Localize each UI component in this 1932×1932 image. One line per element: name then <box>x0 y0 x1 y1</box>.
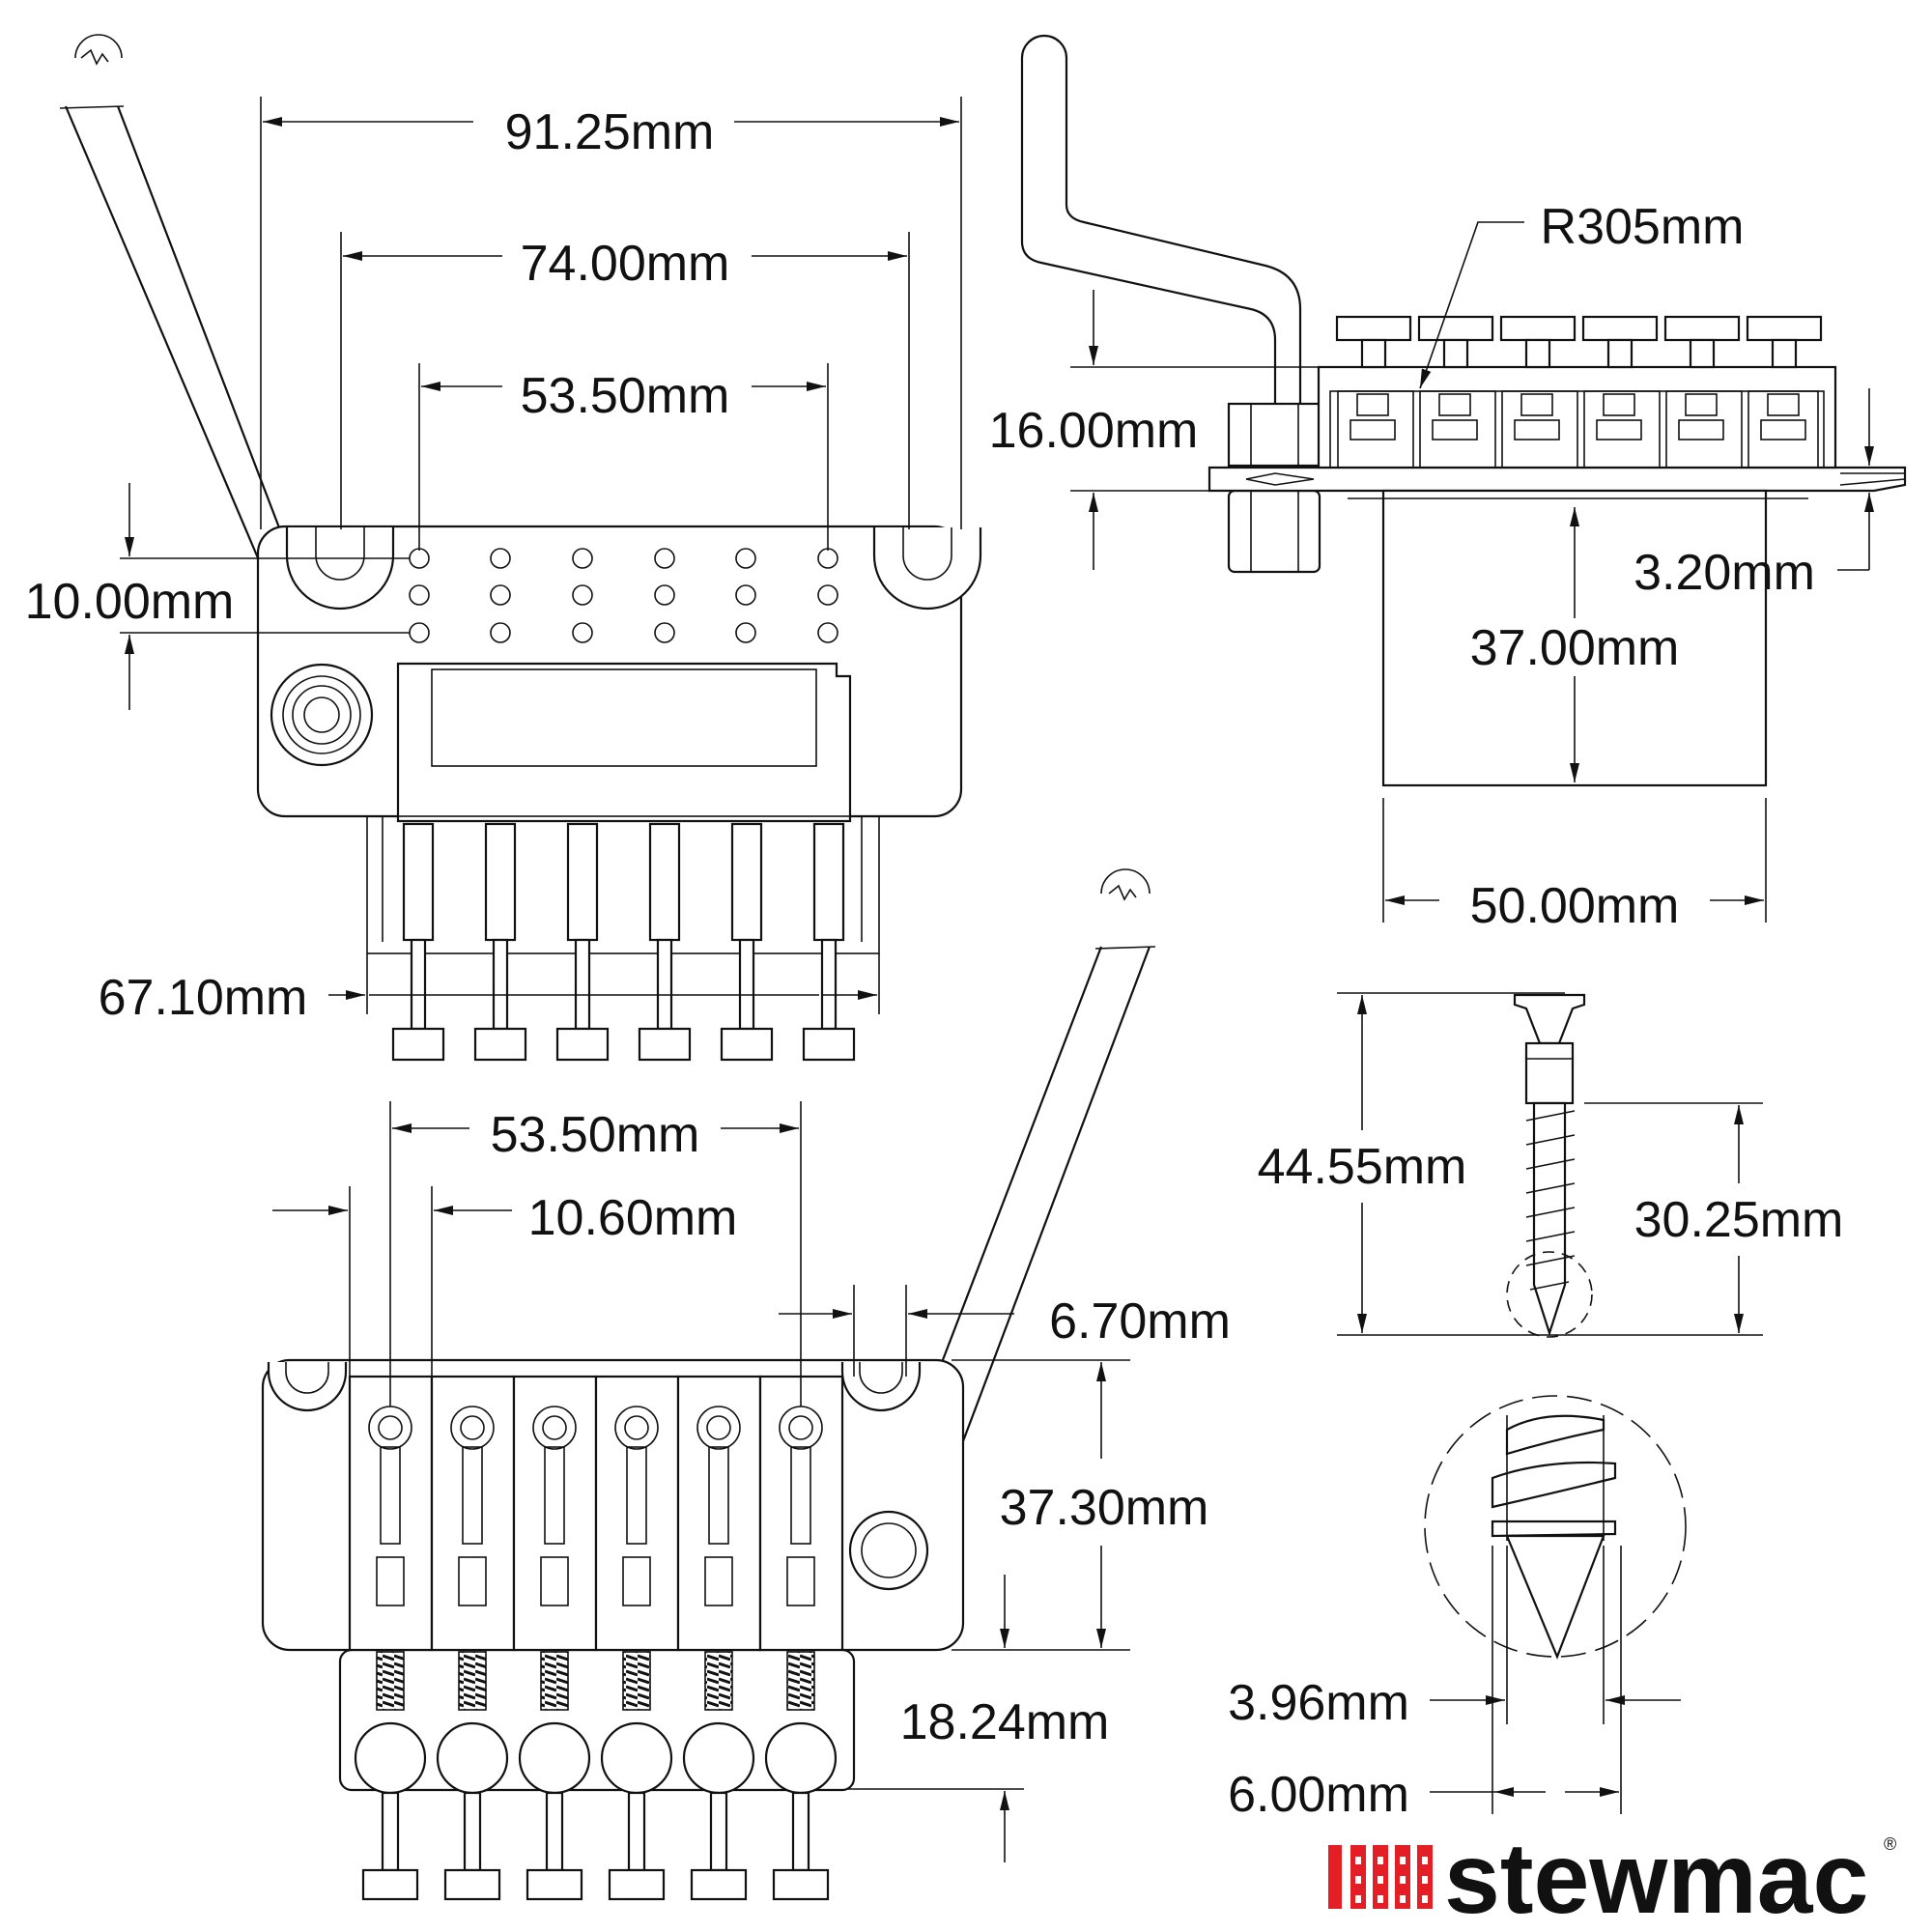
saddles-bottom <box>348 1375 844 1652</box>
dim-label: 44.55mm <box>1258 1139 1467 1195</box>
dim-label: R305mm <box>1541 199 1745 255</box>
logo-bar-notch <box>1378 1876 1383 1884</box>
fine-tuners-top <box>391 822 856 1062</box>
dim-hole-rows: 10.00mm <box>25 483 410 710</box>
dim-label: 37.30mm <box>1000 1480 1209 1536</box>
mounting-screw: 44.55mm 30.25mm 3.96mm <box>1228 992 1844 1823</box>
logo-bar-notch <box>1400 1857 1406 1864</box>
dim-label: 10.60mm <box>528 1190 738 1246</box>
dim-label: 91.25mm <box>505 104 715 160</box>
logo-bar-notch <box>1422 1876 1428 1884</box>
fine-tuner-knobs-bottom <box>354 1721 838 1901</box>
logo-bar-notch <box>1378 1895 1383 1903</box>
dim-edge-offset: 6.70mm <box>779 1285 1231 1377</box>
dim-thread-length: 30.25mm <box>1584 1102 1844 1333</box>
tremolo-arm-top <box>59 34 292 561</box>
mount-slot-left <box>285 527 395 611</box>
dim-label: 6.70mm <box>1049 1293 1231 1350</box>
dim-label: 53.50mm <box>491 1107 700 1163</box>
dim-label: 16.00mm <box>989 403 1199 459</box>
dim-label: 10.00mm <box>25 574 235 630</box>
logo-bar-notch <box>1355 1876 1361 1884</box>
dim-label: 67.10mm <box>99 970 308 1026</box>
dim-label: 6.00mm <box>1228 1767 1409 1823</box>
dim-label: 74.00mm <box>521 236 730 292</box>
logo-bar-notch <box>1422 1895 1428 1903</box>
dim-label: 3.20mm <box>1634 545 1815 601</box>
saddle-block-top <box>366 815 880 954</box>
springs-bottom <box>376 1651 815 1711</box>
dim-height: 16.00mm <box>989 290 1319 570</box>
logo-bar-notch <box>1422 1857 1428 1864</box>
dim-root-diameter: 3.96mm <box>1228 1546 1681 1731</box>
fine-tuner-knobs-side <box>1335 315 1823 369</box>
dim-mount-spacing: 74.00mm <box>340 232 910 529</box>
dim-label: 53.50mm <box>521 368 730 424</box>
dim-label: 30.25mm <box>1634 1192 1844 1248</box>
dim-label: 18.24mm <box>900 1694 1110 1750</box>
dim-tuner-length: 18.24mm <box>848 1575 1109 1862</box>
arm-socket-side <box>1227 402 1321 468</box>
logo-bar-notch <box>1400 1876 1406 1884</box>
dim-base-length: 37.30mm <box>952 1359 1209 1651</box>
dim-overall-width: 91.25mm <box>260 97 962 529</box>
dim-string-spacing-top: 53.50mm <box>418 363 829 551</box>
screw-tip-detail <box>1424 1395 1687 1660</box>
dim-block-length: 50.00mm <box>1382 798 1767 934</box>
dim-screw-length: 44.55mm <box>1258 992 1763 1336</box>
dim-label: 37.00mm <box>1470 620 1680 676</box>
dim-saddle-width: 10.60mm <box>272 1186 737 1377</box>
mount-slot-right <box>872 527 982 611</box>
tremolo-arm-side <box>1020 34 1302 406</box>
dim-major-diameter: 6.00mm <box>1228 1546 1622 1823</box>
stewmac-logo: stewmac ® <box>1328 1823 1896 1932</box>
bottom-view: 53.50mm 10.60mm 6.70mm 37.30mm <box>261 868 1231 1901</box>
dim-label: 3.96mm <box>1228 1675 1409 1731</box>
side-view: R305mm 16.00mm 3.20mm 37.00mm <box>989 34 1907 934</box>
dim-string-spacing-bottom: 53.50mm <box>389 1101 802 1406</box>
saddles-side <box>1337 390 1825 469</box>
logo-bar-notch <box>1355 1895 1361 1903</box>
top-view: 91.25mm 74.00mm 53.50mm 10.00mm <box>25 34 982 1062</box>
dim-plate-thickness: 3.20mm <box>1634 388 1874 601</box>
dim-label: 50.00mm <box>1470 878 1680 934</box>
logo-bar <box>1328 1845 1342 1909</box>
dim-block-width: 67.10mm <box>99 953 880 1026</box>
logo-bars <box>1328 1845 1433 1909</box>
dim-block-depth: 37.00mm <box>1470 507 1680 782</box>
block-window <box>431 668 817 767</box>
registered-mark: ® <box>1884 1834 1896 1854</box>
block-frame <box>396 662 852 823</box>
arm-socket-top <box>270 663 374 767</box>
screw-threads <box>1525 1110 1576 1291</box>
logo-bar-notch <box>1378 1857 1383 1864</box>
arm-socket-bottom <box>848 1510 929 1591</box>
brand-name: stewmac <box>1444 1823 1868 1932</box>
dim-radius: R305mm <box>1419 199 1745 389</box>
logo-bar-notch <box>1400 1895 1406 1903</box>
logo-bar-notch <box>1355 1857 1361 1864</box>
